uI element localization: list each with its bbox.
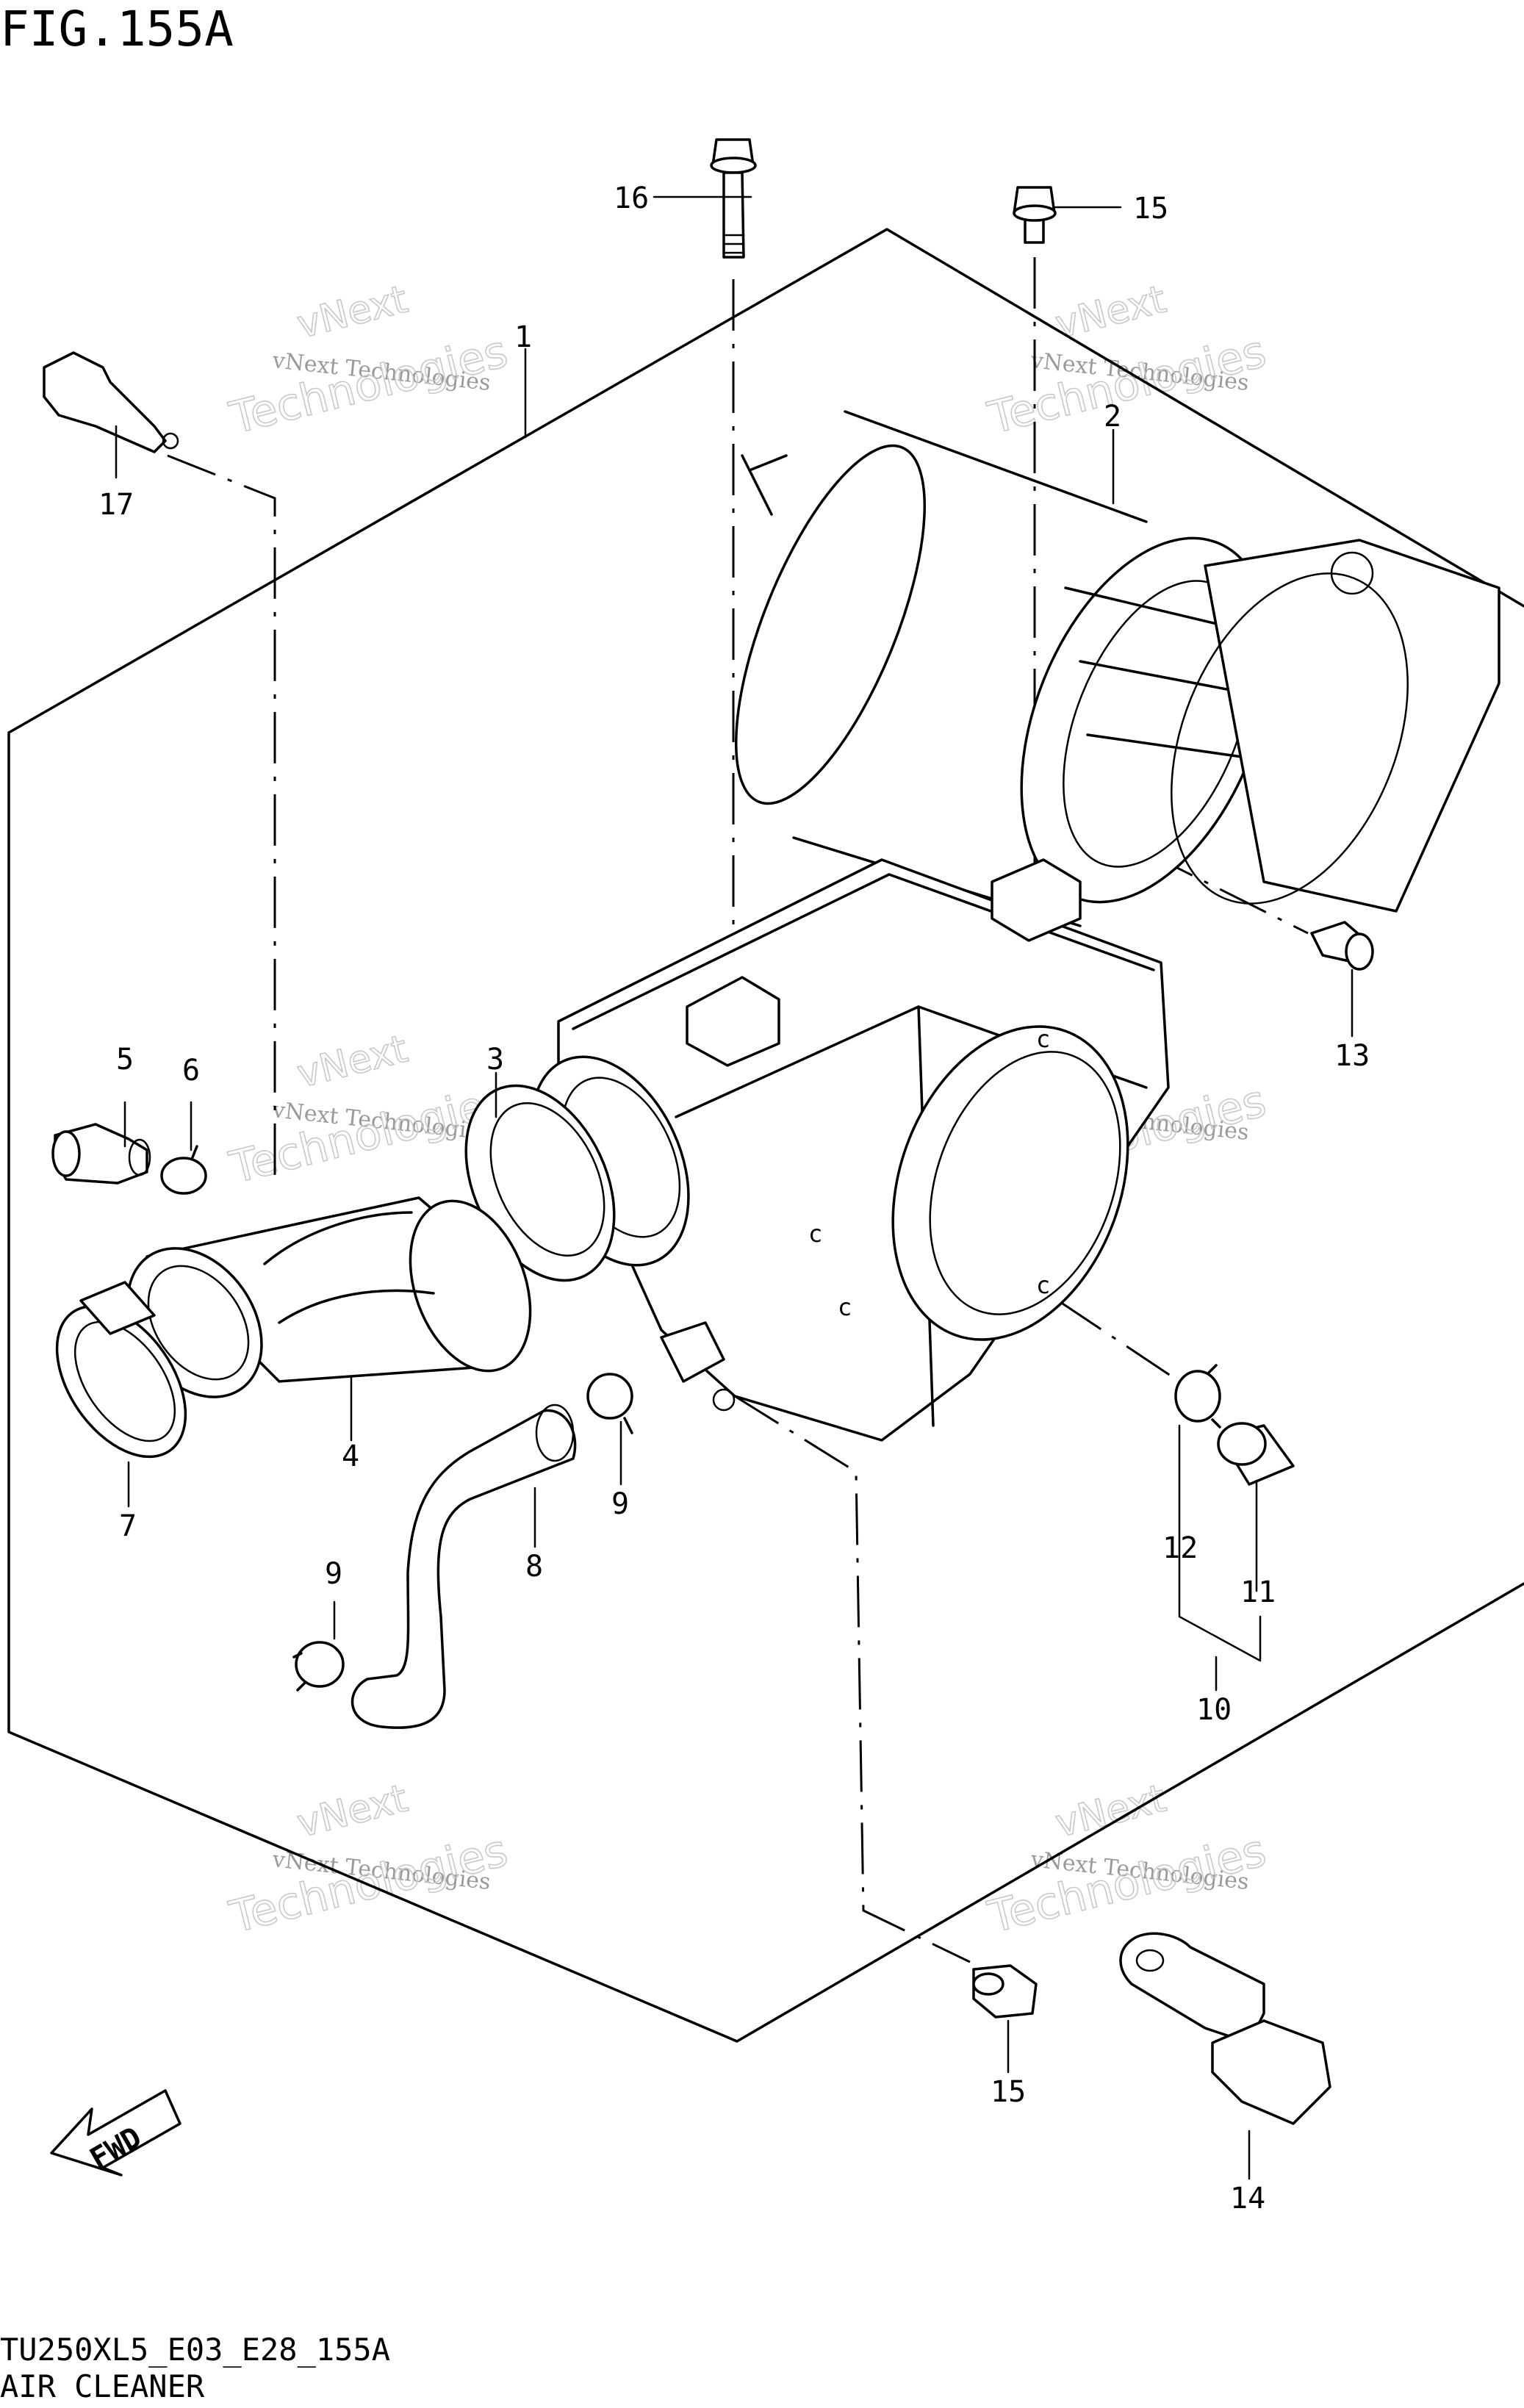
clip-6 [160, 1145, 207, 1195]
bolt-16 [710, 138, 757, 259]
plug-17 [43, 351, 179, 453]
callout-7: 7 [119, 1509, 137, 1543]
svg-text:vNext: vNext [1052, 1777, 1171, 1847]
svg-text:vNext: vNext [293, 278, 412, 348]
clip-9-lower [292, 1641, 345, 1692]
svg-text:c: c [808, 1220, 822, 1248]
watermark-bottom-left: vNext vNext Technologies Technologies [224, 1776, 513, 1944]
svg-text:c: c [1036, 1271, 1050, 1299]
svg-text:vNext: vNext [293, 1777, 412, 1847]
assembly-boundary [7, 228, 1524, 2043]
svg-text:c: c [1036, 1025, 1050, 1053]
callouts: 1 2 3 4 5 6 7 8 9 9 10 11 12 13 14 15 15… [98, 182, 1370, 2215]
svg-text:vNext: vNext [293, 1027, 412, 1097]
callout-12: 12 [1162, 1531, 1198, 1565]
air-cleaner-case: c c c c [530, 858, 1170, 1442]
callout-5: 5 [116, 1043, 134, 1077]
callout-8: 8 [525, 1550, 543, 1584]
leader-lines [115, 195, 1354, 2180]
breather-fitting [51, 1123, 151, 1185]
svg-text:Technologies: Technologies [225, 326, 513, 444]
callout-9-lower: 9 [325, 1557, 342, 1591]
screw-13 [1310, 921, 1374, 971]
callout-10: 10 [1196, 1693, 1232, 1727]
svg-text:c: c [838, 1293, 852, 1321]
callout-6: 6 [182, 1054, 200, 1088]
watermark-top-right: vNext vNext Technologies Technologies [982, 277, 1271, 445]
callout-1: 1 [514, 320, 532, 354]
callout-15-bottom: 15 [991, 2075, 1026, 2109]
callout-2: 2 [1104, 400, 1121, 434]
callout-16: 16 [614, 182, 649, 215]
svg-text:Technologies: Technologies [983, 326, 1271, 444]
figure-caption: AIR CLEANER [0, 2368, 205, 2404]
drain-hose [351, 1404, 577, 1729]
callout-9-upper: 9 [611, 1487, 629, 1521]
callout-11: 11 [1240, 1575, 1276, 1609]
svg-text:Technologies: Technologies [983, 1825, 1271, 1943]
air-filter-element [734, 410, 1500, 927]
inlet-duct [126, 1196, 532, 1398]
callout-13: 13 [1334, 1039, 1370, 1073]
drain-cap [1217, 1422, 1295, 1486]
callout-3: 3 [486, 1043, 504, 1077]
watermark-top-left: vNext vNext Technologies Technologies [224, 277, 513, 445]
figure-code: TU250XL5_E03_E28_155A [0, 2332, 390, 2368]
callout-15-top: 15 [1133, 192, 1168, 226]
hose-clamp [55, 1281, 187, 1459]
callout-14: 14 [1230, 2182, 1265, 2215]
callout-17: 17 [98, 488, 134, 522]
bolt-15-top [1013, 186, 1057, 244]
bolt-15-bottom [972, 1964, 1038, 2019]
clip-12 [1174, 1364, 1221, 1428]
fwd-arrow-icon: FWD [50, 2089, 181, 2177]
figure-title: FIG.155A [0, 1, 234, 57]
clip-9-upper [586, 1373, 633, 1434]
watermark-bottom-right: vNext vNext Technologies Technologies [982, 1776, 1271, 1944]
callout-4: 4 [342, 1440, 359, 1473]
bracket-14 [1119, 1932, 1331, 2125]
